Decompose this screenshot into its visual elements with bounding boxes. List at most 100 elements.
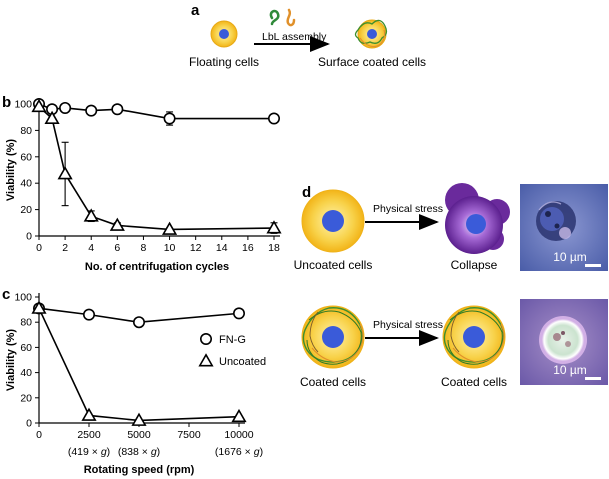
data-point-circle	[59, 101, 72, 114]
uncoated-cell	[301, 189, 365, 253]
panel-c-label: c	[2, 286, 10, 303]
data-point-triangle	[161, 221, 178, 235]
data-point-circle	[83, 308, 96, 321]
panel-d-label: d	[302, 184, 311, 201]
y-tick-label: 20	[20, 392, 32, 404]
micrograph-uncoated: 10 µm	[520, 184, 608, 271]
y-tick-label: 80	[20, 125, 32, 137]
x-tick-label: 14	[216, 242, 228, 254]
x-sublabel-number: (419 ×	[68, 446, 101, 458]
surface-coated-cell	[354, 19, 388, 49]
x-tick-label: 0	[36, 429, 42, 441]
panel-a-label: a	[191, 2, 200, 19]
y-tick-label: 80	[20, 317, 32, 329]
x-sublabel-g: g	[151, 446, 157, 458]
x-axis-title: Rotating speed (rpm)	[84, 464, 195, 476]
physical-stress-label-bottom: Physical stress	[373, 319, 443, 331]
data-point-circle	[111, 103, 124, 116]
x-tick-label: 2500	[77, 429, 101, 441]
legend-label-fng: FN-G	[219, 334, 246, 346]
data-point-triangle	[83, 208, 99, 222]
data-point-circle	[85, 104, 98, 117]
legend-label-uncoated: Uncoated	[219, 356, 266, 368]
x-tick-label: 4	[88, 242, 94, 254]
series-line-circle	[38, 103, 274, 120]
legend-marker-triangle	[198, 353, 214, 367]
series-line-triangle	[38, 308, 240, 422]
y-tick-label: 100	[14, 292, 32, 304]
data-point-triangle	[266, 220, 282, 234]
scale-bar-label-top: 10 µm	[553, 250, 587, 264]
x-axis-title: No. of centrifugation cycles	[85, 261, 229, 273]
data-point-triangle	[131, 412, 147, 426]
data-point-triangle	[31, 98, 47, 113]
x-sublabel: (838 × g)	[118, 446, 160, 458]
data-point-circle	[163, 112, 176, 125]
data-point-circle	[267, 112, 280, 125]
x-tick-label: 18	[268, 242, 280, 254]
y-tick-label: 60	[20, 151, 32, 163]
x-sublabel-number: (1676 ×	[215, 446, 254, 458]
data-point-triangle	[31, 300, 47, 314]
x-sublabel: (419 × g)	[68, 446, 110, 458]
y-tick-label: 60	[20, 342, 32, 354]
y-tick-label: 0	[26, 418, 32, 430]
lbl-assembly-label: LbL assembly	[262, 31, 327, 43]
data-point-triangle	[44, 110, 60, 124]
x-tick-label: 0	[36, 242, 42, 254]
data-point-circle	[233, 307, 246, 320]
x-sublabel-g: g	[101, 446, 107, 458]
uncoated-cells-caption: Uncoated cells	[294, 258, 373, 272]
x-sublabel: (1676 × g)	[215, 446, 263, 458]
x-tick-label: 16	[242, 242, 254, 254]
floating-cells-caption: Floating cells	[189, 55, 259, 69]
x-sublabel-close: )	[260, 446, 264, 458]
y-axis-title: Viability (%)	[5, 139, 17, 201]
data-point-triangle	[57, 166, 73, 180]
x-tick-label: 2	[62, 242, 68, 254]
scale-bar-top	[585, 264, 601, 267]
coated-cells-caption-right: Coated cells	[441, 375, 507, 389]
coated-cells-caption-left: Coated cells	[300, 375, 366, 389]
x-tick-label: 10	[164, 242, 176, 254]
collapsed-cell	[445, 183, 510, 254]
surface-coated-cells-caption: Surface coated cells	[318, 55, 426, 69]
scale-bar-bottom	[585, 377, 601, 380]
polymer-icons	[269, 8, 296, 27]
y-tick-label: 40	[20, 178, 32, 190]
x-sublabel-close: )	[157, 446, 161, 458]
x-tick-label: 10000	[224, 429, 253, 441]
series-line-triangle	[38, 106, 275, 231]
chart-c: c 0 20 40 60 80 100 0 2500 5000 7500 10000 (419 × g…	[2, 286, 266, 476]
coated-cell-right	[442, 305, 506, 369]
x-sublabel-number: (838 ×	[118, 446, 151, 458]
coated-cell-left	[301, 305, 365, 369]
x-tick-label: 6	[114, 242, 120, 254]
x-tick-label: 12	[190, 242, 202, 254]
x-sublabel-g: g	[254, 446, 260, 458]
collapse-caption: Collapse	[451, 258, 498, 272]
y-tick-label: 100	[14, 99, 32, 111]
data-point-triangle	[109, 217, 125, 231]
micrograph-coated: 10 µm	[520, 299, 608, 385]
data-point-triangle	[81, 407, 97, 421]
data-point-triangle	[231, 408, 247, 423]
y-tick-label: 0	[26, 231, 32, 243]
x-sublabel-close: )	[107, 446, 111, 458]
panel-a: a LbL assembly Floating cells Surface co…	[189, 2, 426, 69]
physical-stress-label-top: Physical stress	[373, 203, 443, 215]
panel-b-label: b	[2, 94, 11, 111]
legend-marker-circle	[200, 332, 213, 345]
x-tick-label: 8	[141, 242, 147, 254]
floating-cell	[210, 20, 238, 48]
y-axis-title: Viability (%)	[5, 329, 17, 391]
panel-d: d Physical stress 10 µm Uncoated cell	[294, 183, 608, 389]
x-tick-label: 5000	[127, 429, 151, 441]
x-tick-label: 7500	[177, 429, 201, 441]
y-tick-label: 40	[20, 367, 32, 379]
data-point-circle	[133, 316, 146, 329]
y-tick-label: 20	[20, 204, 32, 216]
scale-bar-label-bottom: 10 µm	[553, 363, 587, 377]
